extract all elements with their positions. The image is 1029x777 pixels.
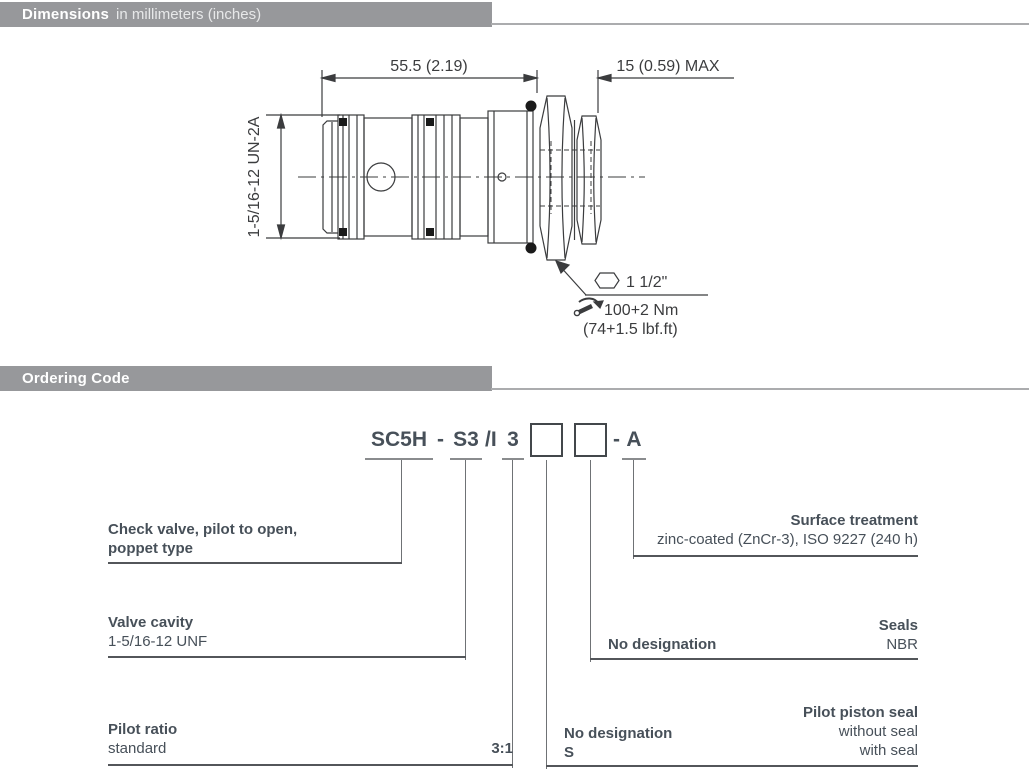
callout-option: without seal	[838, 723, 918, 740]
dimensions-section-header: Dimensions in millimeters (inches)	[0, 2, 492, 27]
callout-title: poppet type	[108, 540, 193, 557]
callout-code-s: S	[564, 744, 575, 761]
ordering-code: SC5H - S3 /I 3 - A	[360, 423, 680, 463]
section-subtitle: in millimeters (inches)	[116, 6, 262, 23]
hexagon-icon	[594, 272, 620, 289]
code-separator: -	[613, 428, 620, 451]
section-title: Ordering Code	[22, 370, 130, 387]
ordering-section-header: Ordering Code	[0, 366, 492, 391]
connector-box1	[546, 460, 547, 769]
torque-leader	[554, 260, 708, 296]
torque-imperial-label: (74+1.5 lbf.ft)	[583, 321, 678, 338]
connector-ratio	[512, 460, 513, 768]
callout-no-designation: No designation	[608, 636, 717, 653]
valve-body	[322, 100, 537, 254]
code-cavity: S3	[450, 423, 482, 460]
callout-title: Surface treatment	[790, 512, 918, 529]
callout-option: with seal	[859, 742, 918, 759]
callout-value: NBR	[886, 636, 918, 653]
callout-seals: Seals NBR No designation	[590, 612, 918, 660]
hex-depth-dim-label: 15 (0.59) MAX	[616, 58, 719, 75]
callout-option: standard	[108, 740, 167, 757]
callout-no-designation: No designation	[564, 725, 673, 742]
callout-pilot-piston-seal: Pilot piston seal without seal with seal…	[546, 700, 918, 767]
hex-size-label: 1 1/2"	[626, 274, 667, 291]
callout-value: 1-5/16-12 UNF	[108, 633, 208, 650]
callout-code: 3:1	[491, 740, 513, 757]
code-variant: /I	[485, 428, 497, 451]
callout-surface-treatment: Surface treatment zinc-coated (ZnCr-3), …	[633, 507, 918, 557]
callout-value: zinc-coated (ZnCr-3), ISO 9227 (240 h)	[657, 531, 918, 548]
valve-technical-drawing: 55.5 (2.19) 15 (0.59) MAX 1-5/16-12 UN-2…	[246, 58, 734, 338]
thread-dimension	[266, 112, 340, 241]
width-dimension	[319, 73, 540, 83]
hex-nut-large	[539, 95, 573, 261]
hex-depth-dimension	[595, 73, 734, 83]
callout-title: Pilot ratio	[108, 721, 178, 738]
header-rule	[491, 388, 1029, 390]
callout-title: Pilot piston seal	[802, 704, 918, 721]
callout-pilot-ratio: Pilot ratio standard 3:1	[108, 720, 513, 766]
width-dim-label: 55.5 (2.19)	[390, 58, 467, 75]
connector-box2	[590, 460, 591, 662]
torque-wrench-icon	[573, 297, 604, 317]
code-ratio: 3	[502, 423, 524, 460]
connector-model	[401, 460, 402, 564]
ordering-code-box-2	[574, 423, 607, 457]
ordering-code-box-1	[530, 423, 563, 457]
hidden-lines	[540, 141, 600, 214]
header-rule	[491, 23, 1029, 25]
code-separator: -	[437, 428, 444, 451]
callout-title: Valve cavity	[108, 614, 194, 631]
callout-cavity: Valve cavity 1-5/16-12 UNF	[108, 613, 466, 658]
code-model: SC5H	[365, 423, 433, 460]
connector-cavity	[465, 460, 466, 660]
callout-title: Seals	[878, 617, 918, 634]
callout-model: Check valve, pilot to open, poppet type	[108, 520, 402, 564]
callout-left-codes: No designation S	[564, 724, 672, 762]
thread-spec-label: 1-5/16-12 UN-2A	[246, 116, 263, 237]
connector-surface	[633, 460, 634, 559]
callout-title: Check valve, pilot to open,	[108, 521, 298, 538]
hex-nut-small	[576, 115, 602, 245]
code-surface: A	[622, 423, 646, 460]
section-title: Dimensions	[22, 6, 110, 23]
torque-metric-label: 100+2 Nm	[604, 302, 678, 319]
